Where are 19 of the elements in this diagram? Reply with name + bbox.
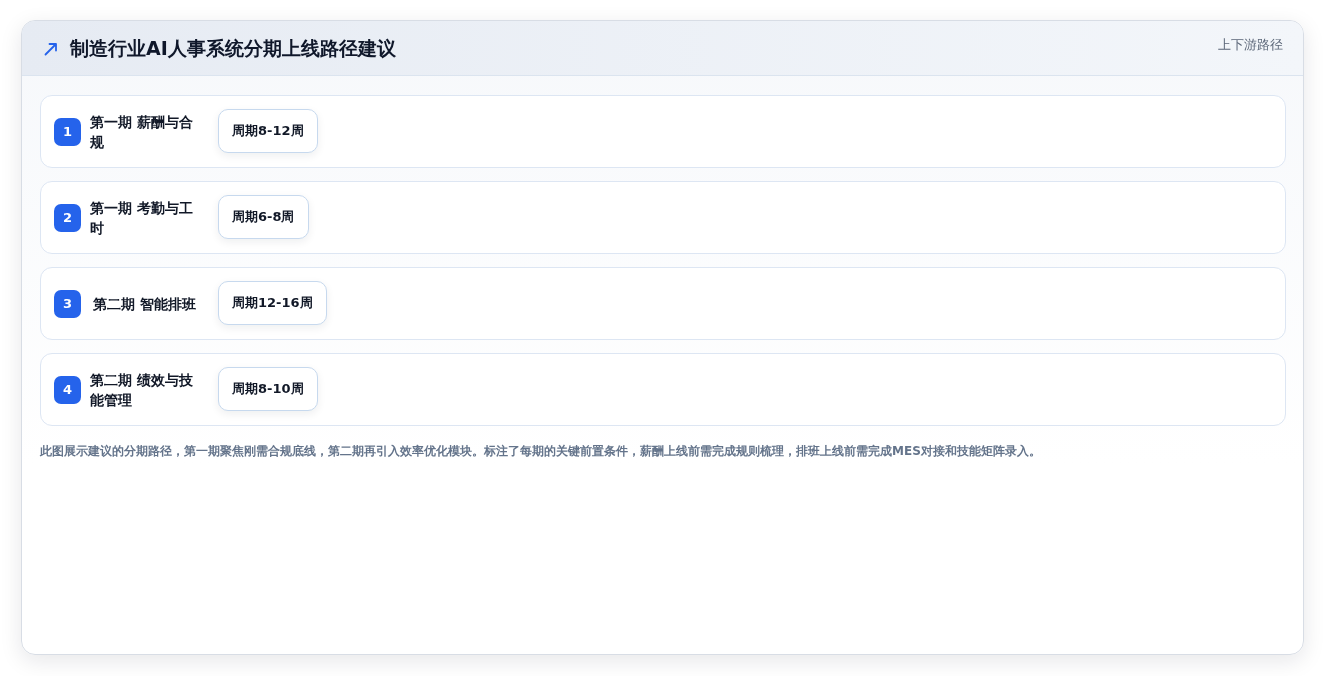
phase-label: 第一期 考勤与工时 (90, 199, 194, 238)
diagram-title: 制造行业AI人事系统分期上线路径建议 (70, 36, 396, 60)
step-number-badge: 1 (54, 118, 81, 146)
phase-label: 第一期 薪酬与合规 (90, 113, 194, 152)
caption-text: 此图展示建议的分期路径，第一期聚焦刚需合规底线，第二期再引入效率优化模块。标注了每期的关键前置条件，薪酬上线前需完成规则梳理，排班上线前需完成MES对接和技能矩阵录入。 (40, 443, 1041, 460)
phase-label: 第二期 智能排班 (93, 295, 196, 314)
phase-row (40, 181, 1286, 254)
step-number-badge: 3 (54, 290, 81, 318)
duration-tag: 周期8-10周 (218, 367, 318, 411)
duration-tag: 周期6-8周 (218, 195, 309, 239)
step-number-badge: 4 (54, 376, 81, 404)
header-note: 上下游路径 (1218, 36, 1283, 54)
phase-label: 第二期 绩效与技能管理 (90, 371, 194, 410)
phase-row (40, 95, 1286, 168)
duration-tag: 周期12-16周 (218, 281, 327, 325)
phase-row (40, 267, 1286, 340)
step-number-badge: 2 (54, 204, 81, 232)
duration-tag: 周期8-12周 (218, 109, 318, 153)
phase-row (40, 353, 1286, 426)
